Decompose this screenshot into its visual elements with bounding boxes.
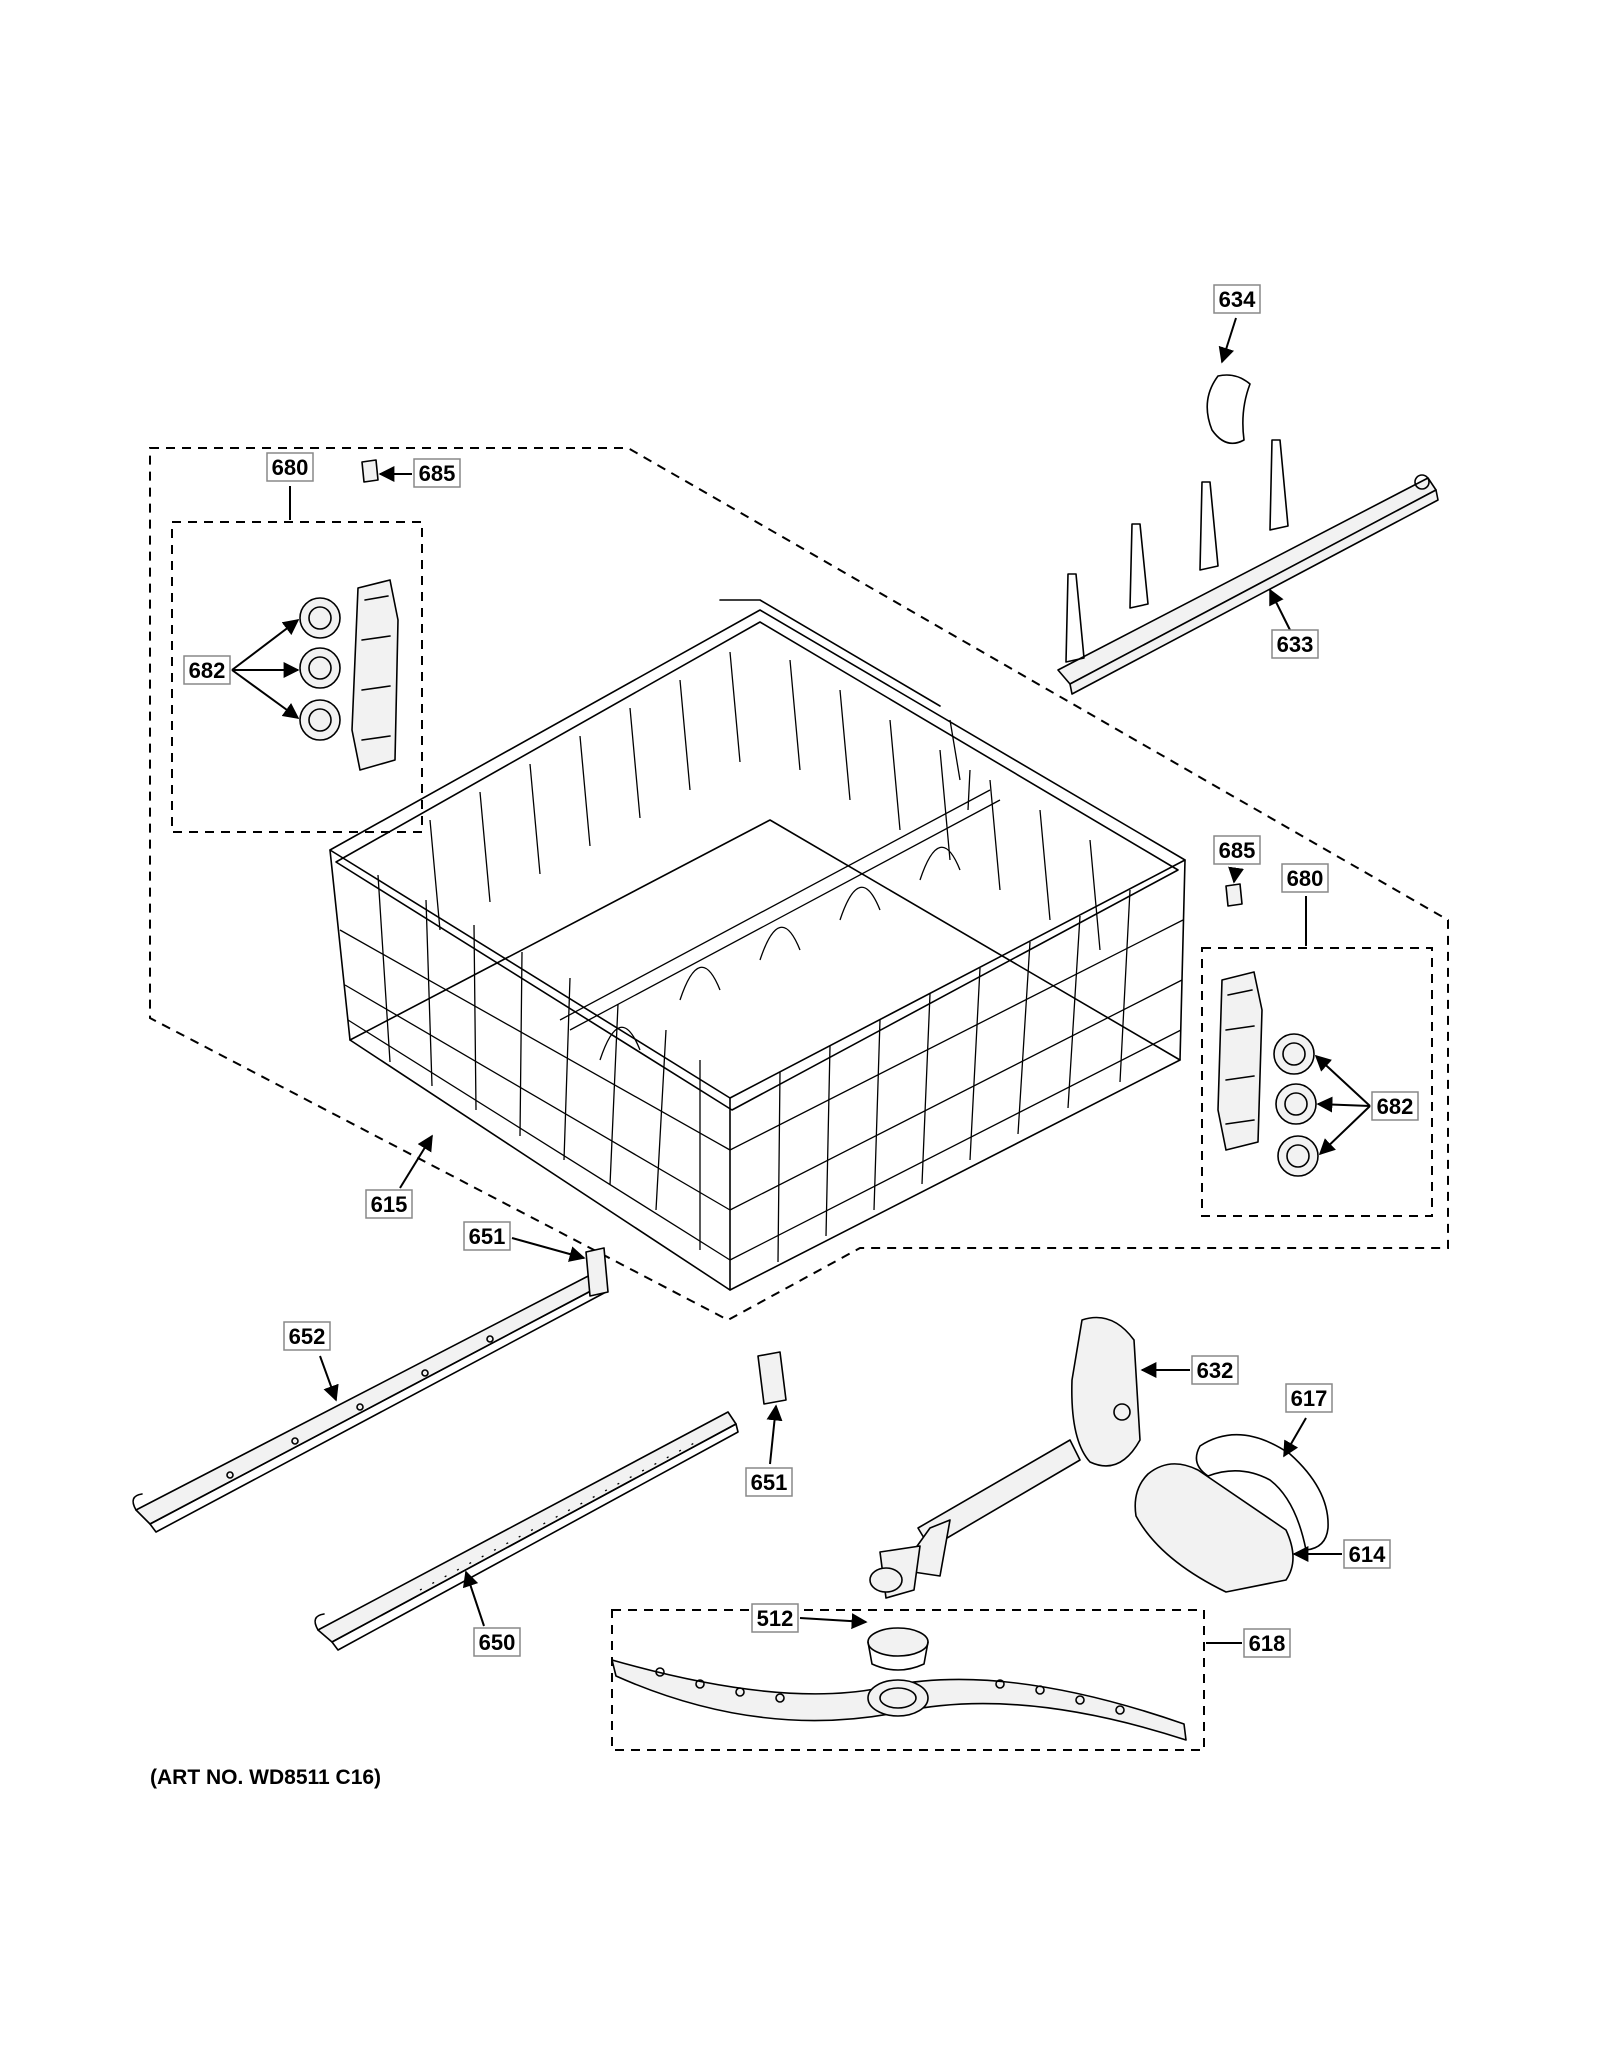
svg-text:651: 651 — [751, 1470, 788, 1495]
svg-text:682: 682 — [189, 658, 226, 683]
svg-text:618: 618 — [1249, 1631, 1286, 1656]
spray-arm-group-boundary — [611, 1609, 1205, 1751]
svg-text:680: 680 — [1287, 866, 1324, 891]
svg-text:680: 680 — [272, 455, 309, 480]
tine-bar-illustration — [1057, 439, 1439, 695]
svg-text:512: 512 — [757, 1606, 794, 1631]
leader-lines — [231, 317, 1371, 1644]
left-rail-illustration — [132, 1271, 607, 1533]
svg-text:651: 651 — [469, 1224, 506, 1249]
callout-651-upper: 651 — [463, 1221, 511, 1251]
svg-text:634: 634 — [1219, 287, 1256, 312]
left-roller-group-boundary — [171, 521, 423, 833]
svg-text:685: 685 — [1219, 838, 1256, 863]
svg-text:650: 650 — [479, 1630, 516, 1655]
upper-rail-stop-illustration — [585, 1247, 609, 1297]
left-roller-assembly-illustration — [299, 579, 399, 771]
callout-652: 652 — [283, 1321, 331, 1351]
upper-rack-illustration — [329, 599, 1186, 1291]
svg-text:682: 682 — [1377, 1094, 1414, 1119]
callout-650: 650 — [473, 1627, 521, 1657]
callout-512: 512 — [751, 1603, 799, 1633]
lower-rail-stop-illustration — [757, 1351, 787, 1405]
svg-text:617: 617 — [1291, 1386, 1328, 1411]
callout-685-left: 685 — [413, 458, 461, 488]
right-clip-illustration — [1225, 883, 1243, 907]
svg-text:614: 614 — [1349, 1542, 1386, 1567]
callout-685-right: 685 — [1213, 835, 1261, 865]
cover-illustration — [1134, 1463, 1294, 1593]
svg-text:685: 685 — [419, 461, 456, 486]
right-roller-group-boundary — [1201, 947, 1433, 1217]
callout-618: 618 — [1243, 1628, 1291, 1658]
tine-clip-illustration — [1206, 374, 1251, 445]
callout-651-lower: 651 — [745, 1467, 793, 1497]
spray-arm-illustration — [611, 1659, 1187, 1741]
callout-680-right: 680 — [1281, 863, 1329, 893]
svg-text:632: 632 — [1197, 1358, 1234, 1383]
callout-615: 615 — [365, 1189, 413, 1219]
svg-text:652: 652 — [289, 1324, 326, 1349]
callout-682-left: 682 — [183, 655, 231, 685]
callout-680-left: 680 — [266, 452, 314, 482]
callout-682-right: 682 — [1371, 1091, 1419, 1121]
right-rail-illustration — [314, 1411, 739, 1651]
callout-614: 614 — [1343, 1539, 1391, 1569]
callout-617: 617 — [1285, 1383, 1333, 1413]
svg-text:615: 615 — [371, 1192, 408, 1217]
callout-633: 633 — [1271, 629, 1319, 659]
callout-632: 632 — [1191, 1355, 1239, 1385]
art-number-caption: (ART NO. WD8511 C16) — [150, 1766, 381, 1789]
svg-text:633: 633 — [1277, 632, 1314, 657]
spray-arm-nut-illustration — [867, 1627, 929, 1671]
manifold-illustration — [869, 1316, 1141, 1599]
left-clip-illustration — [361, 459, 379, 483]
callout-634: 634 — [1213, 284, 1261, 314]
right-roller-assembly-illustration — [1217, 971, 1319, 1177]
